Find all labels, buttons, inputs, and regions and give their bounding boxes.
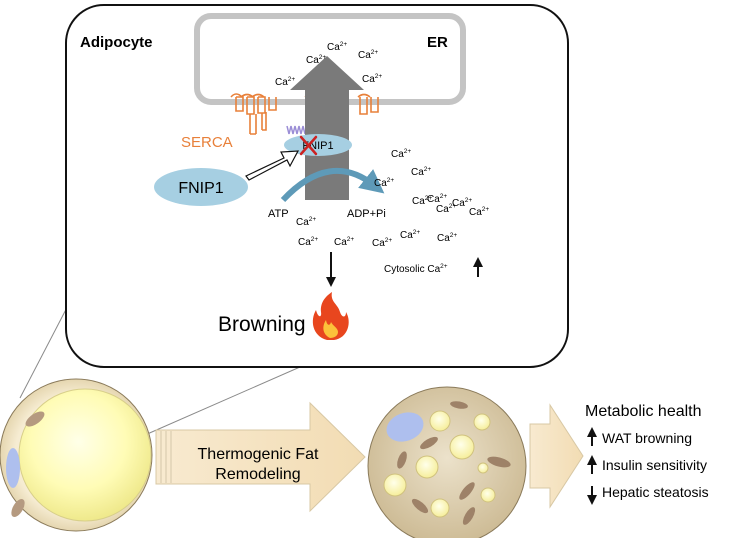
white-adipocyte-lipid-droplet	[18, 388, 152, 522]
beige-adipocyte	[367, 386, 527, 543]
outcome-arrow	[529, 403, 584, 509]
calcium-ion: Ca2+	[358, 49, 378, 61]
flame-icon	[312, 292, 349, 340]
calcium-ion: Ca2+	[391, 148, 411, 160]
mitochondrion	[459, 482, 475, 500]
serca-pump-left	[230, 93, 277, 135]
adipocyte-label: Adipocyte	[80, 34, 153, 51]
atp-label: ATP	[268, 208, 289, 220]
remodeling-label-line1: Thermogenic Fat	[198, 446, 319, 463]
calcium-ion: Ca2+	[437, 232, 457, 244]
outcome-label: WAT browning	[602, 430, 692, 446]
multilocular-lipid-droplet	[415, 455, 439, 479]
calcium-ion: Ca2+	[452, 197, 472, 209]
outcome-item: Insulin sensitivity	[587, 455, 707, 474]
mitochondrion	[25, 411, 45, 427]
calcium-transport-arrow	[290, 56, 364, 200]
fnip1-label: FNIP1	[178, 180, 223, 197]
fnip1-protein	[154, 168, 248, 206]
beige-adipocyte-nucleus	[386, 412, 424, 442]
outcome-label: Hepatic steatosis	[602, 484, 709, 500]
er-label: ER	[427, 34, 448, 51]
multilocular-lipid-droplet	[383, 473, 407, 497]
mitochondrion	[411, 498, 429, 514]
mitochondrion	[11, 498, 25, 518]
mitochondrion	[462, 507, 476, 525]
zoom-line-right	[144, 366, 301, 436]
multilocular-lipid-droplet	[449, 434, 475, 460]
cytosolic-calcium-label: Cytosolic Ca2+	[384, 263, 448, 275]
mitochondrion	[450, 401, 468, 409]
browning-label: Browning	[218, 313, 306, 336]
calcium-ion: Ca2+	[400, 229, 420, 241]
calcium-ion: Ca2+	[374, 177, 394, 189]
atp-hydrolysis-arrow	[280, 168, 385, 203]
calcium-ion: Ca2+	[275, 76, 295, 88]
calcium-ion: Ca2+	[411, 166, 431, 178]
thermogenic-remodeling-arrow	[155, 401, 366, 513]
er-calcium-group: Ca2+ Ca2+ Ca2+ Ca2+ Ca2+	[275, 41, 382, 88]
calcium-ion: Ca2+	[334, 236, 354, 248]
calcium-ion: Ca2+	[436, 203, 456, 215]
white-adipocyte-nucleus	[6, 448, 20, 488]
outcome-label: Insulin sensitivity	[602, 457, 707, 473]
outcome-item: WAT browning	[587, 427, 692, 446]
mitochondrion	[487, 456, 511, 468]
calcium-ion: Ca2+	[427, 193, 447, 205]
mitochondrion	[420, 436, 438, 450]
remodeling-label-line2: Remodeling	[215, 466, 300, 483]
outcomes-title: Metabolic health	[585, 403, 702, 420]
calcium-ion: Ca2+	[327, 41, 347, 53]
adp-label: ADP+Pi	[347, 208, 386, 220]
fnip1-bound	[284, 134, 352, 156]
calcium-ion: Ca2+	[362, 73, 382, 85]
multilocular-lipid-droplet	[430, 498, 450, 518]
binding-arrow	[245, 150, 300, 181]
cytosolic-calcium-group: Ca2+ Ca2+ Ca2+ Ca2+ Ca2+ Ca2+ Ca2+ Ca2+ …	[296, 148, 489, 249]
calcium-ion: Ca2+	[412, 195, 432, 207]
multilocular-lipid-droplet	[477, 462, 489, 474]
multilocular-lipid-droplet	[429, 410, 451, 432]
serca-label: SERCA	[181, 134, 233, 151]
multilocular-lipid-droplet	[473, 413, 491, 431]
calcium-ion: Ca2+	[296, 216, 316, 228]
mitochondrion	[397, 451, 407, 469]
outcome-item: Hepatic steatosis	[587, 484, 709, 505]
calcium-ion: Ca2+	[372, 237, 392, 249]
white-adipocyte	[0, 378, 153, 532]
calcium-ion: Ca2+	[306, 54, 326, 66]
calcium-ion: Ca2+	[469, 206, 489, 218]
multilocular-lipid-droplet	[480, 487, 496, 503]
inhibition-cross-icon	[299, 135, 318, 156]
calcium-ion: Ca2+	[298, 236, 318, 248]
